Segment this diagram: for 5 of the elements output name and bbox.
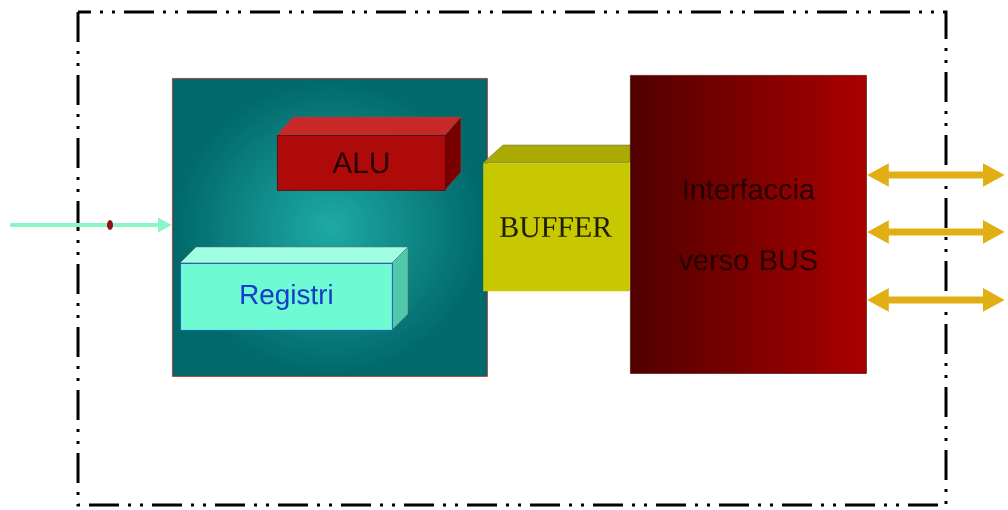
register-block: Registri	[179, 246, 409, 331]
alu-block: ALU	[276, 116, 462, 191]
interface-block: Interfaccia verso BUS	[630, 75, 867, 374]
processor-box	[172, 78, 488, 377]
buffer-block: BUFFER	[482, 144, 649, 292]
